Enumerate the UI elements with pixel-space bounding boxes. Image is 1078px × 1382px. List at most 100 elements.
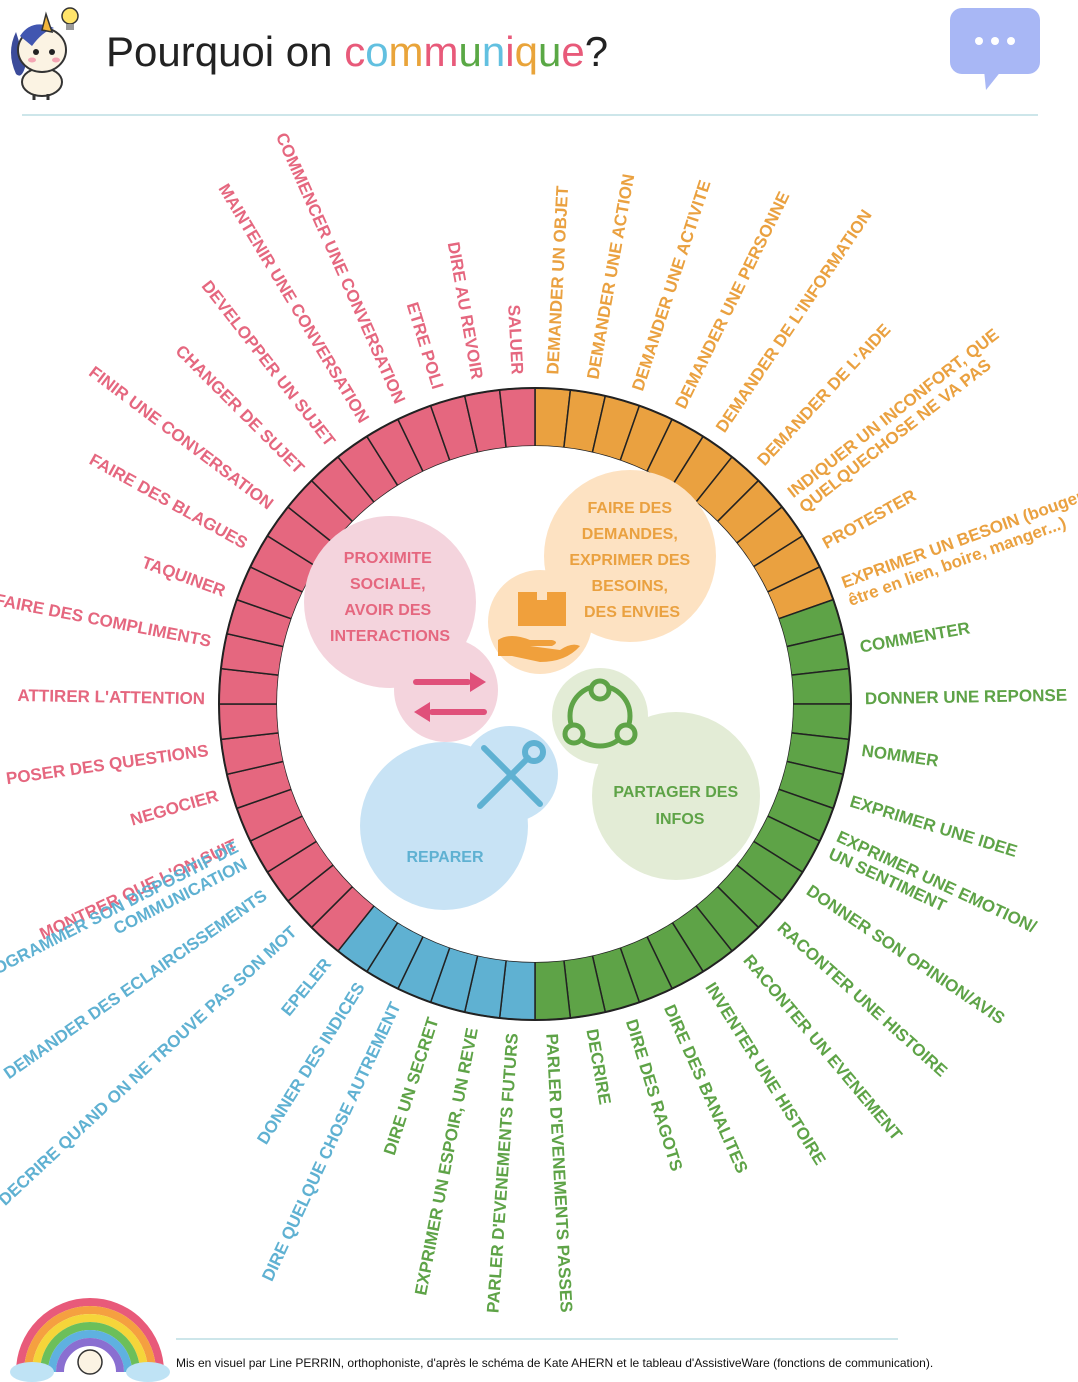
category-repair-text: REPARER: [406, 849, 483, 866]
category-line: AVOIR DES: [344, 602, 431, 619]
header: Pourquoi on communique?: [0, 0, 1078, 118]
title-letter: i: [505, 28, 515, 75]
footer-divider: [176, 1338, 898, 1340]
category-line: BESOINS,: [592, 578, 668, 595]
communication-wheel: PROXIMITE SOCIALE, AVOIR DES INTERACTION…: [0, 130, 1078, 1314]
category-line: INFOS: [656, 811, 705, 828]
category-line: EXPRIMER DES: [569, 552, 690, 569]
function-label: NEGOCIER: [128, 786, 220, 829]
function-label-line: DONNER UNE REPONSE: [865, 686, 1067, 709]
function-label-line: FAIRE DES COMPLIMENTS: [0, 590, 213, 651]
share-network-icon: [562, 678, 638, 749]
title-letter: e: [561, 28, 585, 75]
title-suffix: ?: [584, 28, 609, 75]
function-label: ATTIRER L'ATTENTION: [17, 686, 205, 708]
function-label-line: DEMANDER UNE ACTION: [583, 173, 638, 381]
unicorn-mascot-icon: [11, 7, 79, 100]
function-label: DEMANDER DE L'INFORMATION: [712, 206, 876, 436]
function-label: FINIR UNE CONVERSATION: [85, 363, 276, 514]
page-title: Pourquoi on communique?: [106, 28, 608, 76]
title-letter: m: [388, 28, 424, 75]
function-label: RACONTER UNE HISTOIRE: [774, 918, 951, 1080]
title-letter: u: [537, 28, 562, 75]
category-line: SOCIALE,: [350, 576, 426, 593]
title-colored-word: communique: [344, 28, 585, 75]
arrows-exchange-icon: [413, 672, 487, 722]
function-label: TAQUINER: [139, 553, 228, 601]
function-label-line: DONNER DES INDICES: [253, 979, 368, 1148]
ring-segment-green: [790, 667, 852, 705]
category-share-text: PARTAGER DES INFOS: [613, 784, 742, 828]
function-label-line: PROTESTER: [819, 486, 919, 553]
function-label: PARLER D'EVENEMENTS PASSES: [542, 1033, 576, 1313]
ring-inner-area: [277, 446, 793, 962]
title-letter: q: [514, 28, 538, 75]
category-line: PARTAGER DES: [613, 784, 738, 801]
function-label-line: COMMENTER: [858, 618, 971, 656]
function-label: EXPRIMER UN BESOIN (bouger,être en lien,…: [839, 485, 1078, 610]
title-letter: o: [365, 28, 389, 75]
function-label-line: FINIR UNE CONVERSATION: [85, 363, 276, 514]
function-label: PROTESTER: [819, 486, 919, 553]
hand-box-icon: [498, 592, 580, 662]
category-line: FAIRE DES: [588, 500, 673, 517]
function-label-line: SALUER: [504, 304, 527, 375]
function-label-line: TAQUINER: [139, 553, 228, 601]
speech-bubble-icon: [950, 8, 1040, 90]
function-label-line: DEMANDER UN OBJET: [543, 185, 572, 375]
rainbow-unicorn-icon: [10, 1298, 170, 1382]
function-label-line: POSER DES QUESTIONS: [5, 741, 210, 788]
category-repair: REPARER: [360, 726, 558, 910]
function-label: DONNER DES INDICES: [253, 979, 368, 1148]
function-label: FAIRE DES COMPLIMENTS: [0, 590, 213, 651]
category-line: PROXIMITE: [344, 550, 432, 567]
function-label-line: EPELER: [278, 955, 336, 1020]
category-line: DES ENVIES: [584, 604, 680, 621]
wrench-screwdriver-icon: [477, 740, 546, 809]
function-label: SALUER: [504, 304, 527, 375]
function-label: EPELER: [278, 955, 336, 1020]
function-label: DONNER UNE REPONSE: [865, 686, 1067, 709]
title-letter: m: [423, 28, 459, 75]
function-label: DECRIRE: [582, 1027, 614, 1106]
function-label-line: PROGRAMMER SON DISPOSITIF DE: [0, 838, 241, 989]
function-label: INDIQUER UN INCONFORT, QUEQUELQUECHOSE N…: [784, 325, 1014, 517]
footer-credit: Mis en visuel par Line PERRIN, orthophon…: [176, 1356, 934, 1370]
header-divider: [22, 114, 1038, 116]
function-label-line: RACONTER UN EVENEMENT: [739, 951, 906, 1145]
category-line: INTERACTIONS: [330, 628, 450, 645]
function-label-line: ETRE POLI: [403, 300, 447, 391]
function-label: NOMMER: [860, 741, 939, 771]
category-social-text: PROXIMITE SOCIALE, AVOIR DES INTERACTION…: [330, 550, 450, 645]
category-requests-text: FAIRE DES DEMANDES, EXPRIMER DES BESOINS…: [569, 500, 694, 621]
ring-segment-pink: [498, 387, 536, 449]
title-letter: n: [481, 28, 506, 75]
function-label: ETRE POLI: [403, 300, 447, 391]
function-label-line: NOMMER: [860, 741, 939, 771]
function-label: COMMENTER: [858, 618, 971, 656]
category-line: DEMANDES,: [582, 526, 678, 543]
function-label: POSER DES QUESTIONS: [5, 741, 210, 788]
function-label-line: DIRE AU REVOIR: [444, 240, 487, 380]
category-line: REPARER: [406, 849, 483, 866]
function-label-line: NEGOCIER: [128, 786, 220, 829]
category-share: PARTAGER DES INFOS: [552, 668, 760, 880]
function-label-line: DECRIRE: [582, 1027, 614, 1106]
function-label-line: RACONTER UNE HISTOIRE: [774, 918, 951, 1080]
function-label-line: ATTIRER L'ATTENTION: [17, 686, 205, 708]
function-label: RACONTER UN EVENEMENT: [739, 951, 906, 1145]
title-prefix: Pourquoi on: [106, 28, 345, 75]
function-label: PARLER D'EVENEMENTS FUTURS: [483, 1033, 522, 1314]
ring-outline: [218, 387, 852, 1021]
category-social: PROXIMITE SOCIALE, AVOIR DES INTERACTION…: [304, 516, 498, 742]
ring-segment-green: [534, 959, 572, 1021]
function-label-line: PARLER D'EVENEMENTS PASSES: [542, 1033, 576, 1313]
category-requests: FAIRE DES DEMANDES, EXPRIMER DES BESOINS…: [488, 470, 716, 674]
function-label: DEMANDER UN OBJET: [543, 185, 572, 375]
function-label: DEMANDER UNE ACTION: [583, 173, 638, 381]
function-label-line: DEMANDER DE L'INFORMATION: [712, 206, 876, 436]
ring-segment-pink: [218, 703, 280, 741]
title-letter: c: [344, 28, 366, 75]
function-label: DIRE AU REVOIR: [444, 240, 487, 380]
function-label-line: PARLER D'EVENEMENTS FUTURS: [483, 1033, 522, 1314]
